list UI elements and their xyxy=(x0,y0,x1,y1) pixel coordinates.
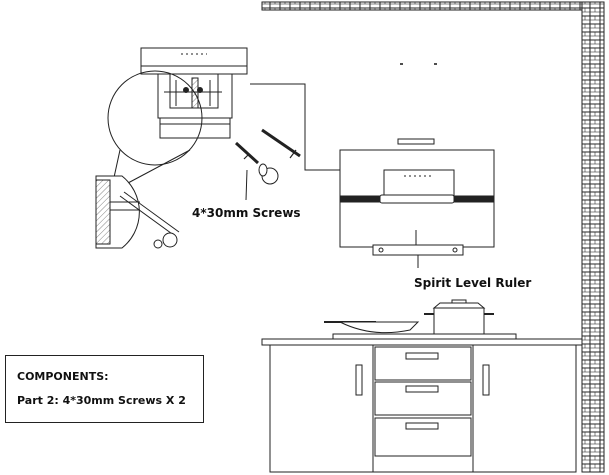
screws-label: 4*30mm Screws xyxy=(192,206,301,220)
spirit-level-label: Spirit Level Ruler xyxy=(414,276,532,290)
pot xyxy=(424,299,494,336)
brick-wall xyxy=(261,1,605,473)
components-title: COMPONENTS: xyxy=(17,370,109,383)
detail-inset xyxy=(95,175,180,249)
leader-line xyxy=(250,83,340,171)
wok xyxy=(324,321,420,334)
kitchen-cabinets xyxy=(269,344,577,473)
components-box: COMPONENTS: Part 2: 4*30mm Screws X 2 xyxy=(5,355,204,423)
screws xyxy=(234,128,301,201)
countertop xyxy=(261,333,583,346)
main-hood xyxy=(339,138,495,248)
spirit-level-ruler xyxy=(372,244,464,268)
components-part: Part 2: 4*30mm Screws X 2 xyxy=(17,394,186,407)
small-hood-illustration xyxy=(140,47,248,139)
